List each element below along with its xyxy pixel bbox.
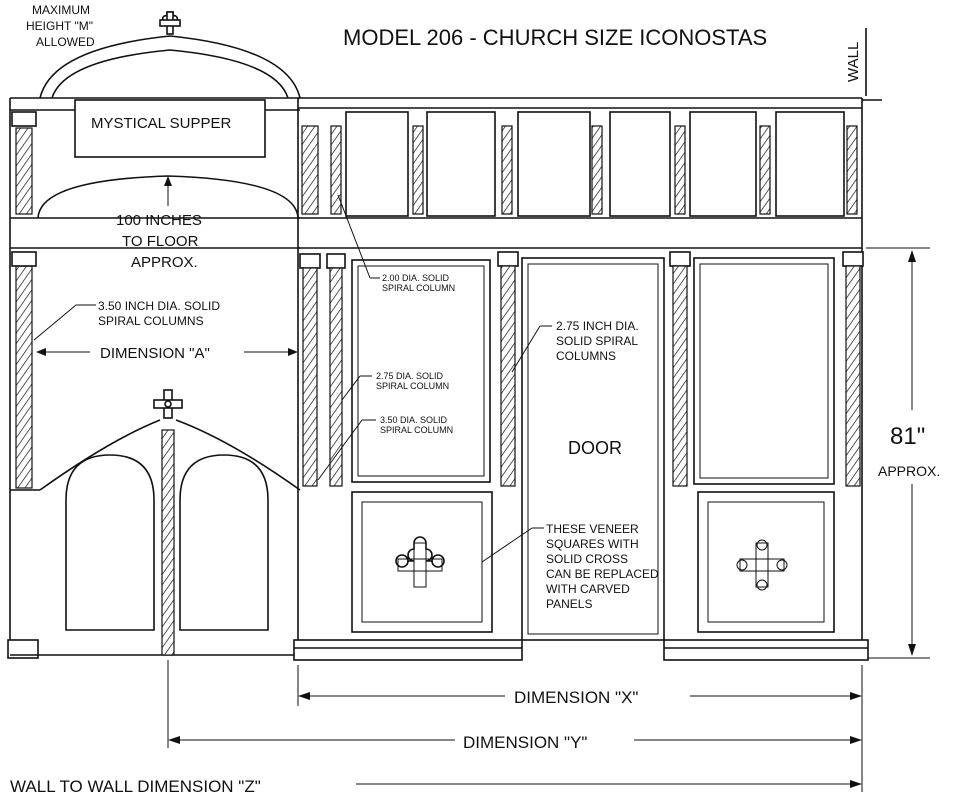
svg-text:100 INCHES: 100 INCHES bbox=[116, 212, 202, 229]
door-label: DOOR bbox=[568, 438, 622, 458]
gable-over-doors bbox=[39, 419, 301, 491]
right-section: DOOR bbox=[293, 97, 882, 661]
icon-panel-right bbox=[693, 257, 835, 485]
svg-text:ALLOWED: ALLOWED bbox=[36, 35, 95, 49]
left-door-panel bbox=[65, 454, 155, 631]
svg-text:THESE VENEER: THESE VENEER bbox=[546, 522, 639, 536]
floor-height-label: 100 INCHES TO FLOOR APPROX. bbox=[116, 212, 202, 271]
spiral-column bbox=[15, 127, 33, 215]
wall-label: WALL bbox=[845, 42, 862, 82]
royal-door bbox=[521, 257, 665, 641]
svg-text:MAXIMUM: MAXIMUM bbox=[32, 3, 90, 17]
max-height-label: MAXIMUM HEIGHT "M" ALLOWED bbox=[26, 3, 95, 49]
height-81-label: 81" bbox=[890, 423, 925, 450]
dimension-x-label: DIMENSION "X" bbox=[514, 688, 638, 707]
svg-text:APPROX.: APPROX. bbox=[131, 254, 198, 271]
svg-text:SPIRAL COLUMN: SPIRAL COLUMN bbox=[380, 425, 453, 435]
dimension-a: DIMENSION "A" bbox=[36, 345, 298, 362]
dimension-a-label: DIMENSION "A" bbox=[100, 345, 210, 362]
columns-275-right-label: 2.75 INCH DIA. SOLID SPIRAL COLUMNS bbox=[511, 319, 639, 373]
veneer-cross-icon bbox=[736, 539, 788, 591]
svg-text:SPIRAL COLUMN: SPIRAL COLUMN bbox=[382, 283, 455, 293]
dimension-x: DIMENSION "X" bbox=[297, 665, 863, 707]
svg-text:TO FLOOR: TO FLOOR bbox=[122, 233, 199, 250]
approx-label: APPROX. bbox=[878, 463, 940, 479]
mystical-supper-panel bbox=[74, 99, 266, 158]
center-cross-icon bbox=[153, 389, 183, 419]
svg-text:SQUARES WITH: SQUARES WITH bbox=[546, 537, 639, 551]
svg-text:3.50 INCH DIA. SOLID: 3.50 INCH DIA. SOLID bbox=[98, 299, 220, 313]
dimension-z-label: WALL TO WALL DIMENSION "Z" bbox=[10, 777, 261, 796]
columns-350-left-label: 3.50 INCH DIA. SOLID SPIRAL COLUMNS bbox=[33, 299, 220, 341]
svg-text:SOLID SPIRAL: SOLID SPIRAL bbox=[556, 334, 638, 348]
svg-text:COLUMNS: COLUMNS bbox=[556, 349, 616, 363]
left-section: MYSTICAL SUPPER bbox=[7, 11, 301, 659]
svg-text:WITH CARVED: WITH CARVED bbox=[546, 582, 630, 596]
svg-text:HEIGHT "M": HEIGHT "M" bbox=[26, 19, 93, 33]
svg-text:SPIRAL COLUMN: SPIRAL COLUMN bbox=[376, 381, 449, 391]
columns-275-small-label: 2.75 DIA. SOLID SPIRAL COLUMN bbox=[341, 371, 449, 401]
veneer-square-right bbox=[697, 491, 835, 633]
height-81-dimension: 81" APPROX. bbox=[866, 247, 940, 659]
svg-text:PANELS: PANELS bbox=[546, 597, 592, 611]
columns-350-small-label: 3.50 DIA. SOLID SPIRAL COLUMN bbox=[317, 415, 453, 481]
svg-text:SOLID CROSS: SOLID CROSS bbox=[546, 552, 628, 566]
svg-text:SPIRAL COLUMNS: SPIRAL COLUMNS bbox=[98, 314, 204, 328]
mystical-supper-label: MYSTICAL SUPPER bbox=[91, 115, 231, 132]
svg-text:CAN BE REPLACED: CAN BE REPLACED bbox=[546, 567, 659, 581]
veneer-cross-icon bbox=[395, 536, 445, 588]
svg-text:2.75 INCH DIA.: 2.75 INCH DIA. bbox=[556, 319, 639, 333]
columns-200-label: 2.00 DIA. SOLID SPIRAL COLUMN bbox=[337, 194, 455, 293]
right-door-panel bbox=[179, 454, 269, 631]
veneer-square-left bbox=[351, 491, 493, 633]
top-cross-icon bbox=[159, 11, 181, 35]
dimension-z: WALL TO WALL DIMENSION "Z" bbox=[10, 706, 863, 796]
arched-pediment bbox=[39, 35, 301, 99]
veneer-note-label: THESE VENEER SQUARES WITH SOLID CROSS CA… bbox=[481, 522, 659, 611]
svg-text:3.50 DIA. SOLID: 3.50 DIA. SOLID bbox=[380, 415, 448, 425]
svg-text:2.75 DIA. SOLID: 2.75 DIA. SOLID bbox=[376, 371, 444, 381]
svg-text:2.00 DIA. SOLID: 2.00 DIA. SOLID bbox=[382, 273, 450, 283]
dimension-y-label: DIMENSION "Y" bbox=[463, 733, 587, 752]
dimension-y: DIMENSION "Y" bbox=[167, 660, 862, 752]
icon-panel-left bbox=[351, 259, 491, 483]
drawing-title: MODEL 206 - CHURCH SIZE ICONOSTAS bbox=[343, 25, 767, 50]
